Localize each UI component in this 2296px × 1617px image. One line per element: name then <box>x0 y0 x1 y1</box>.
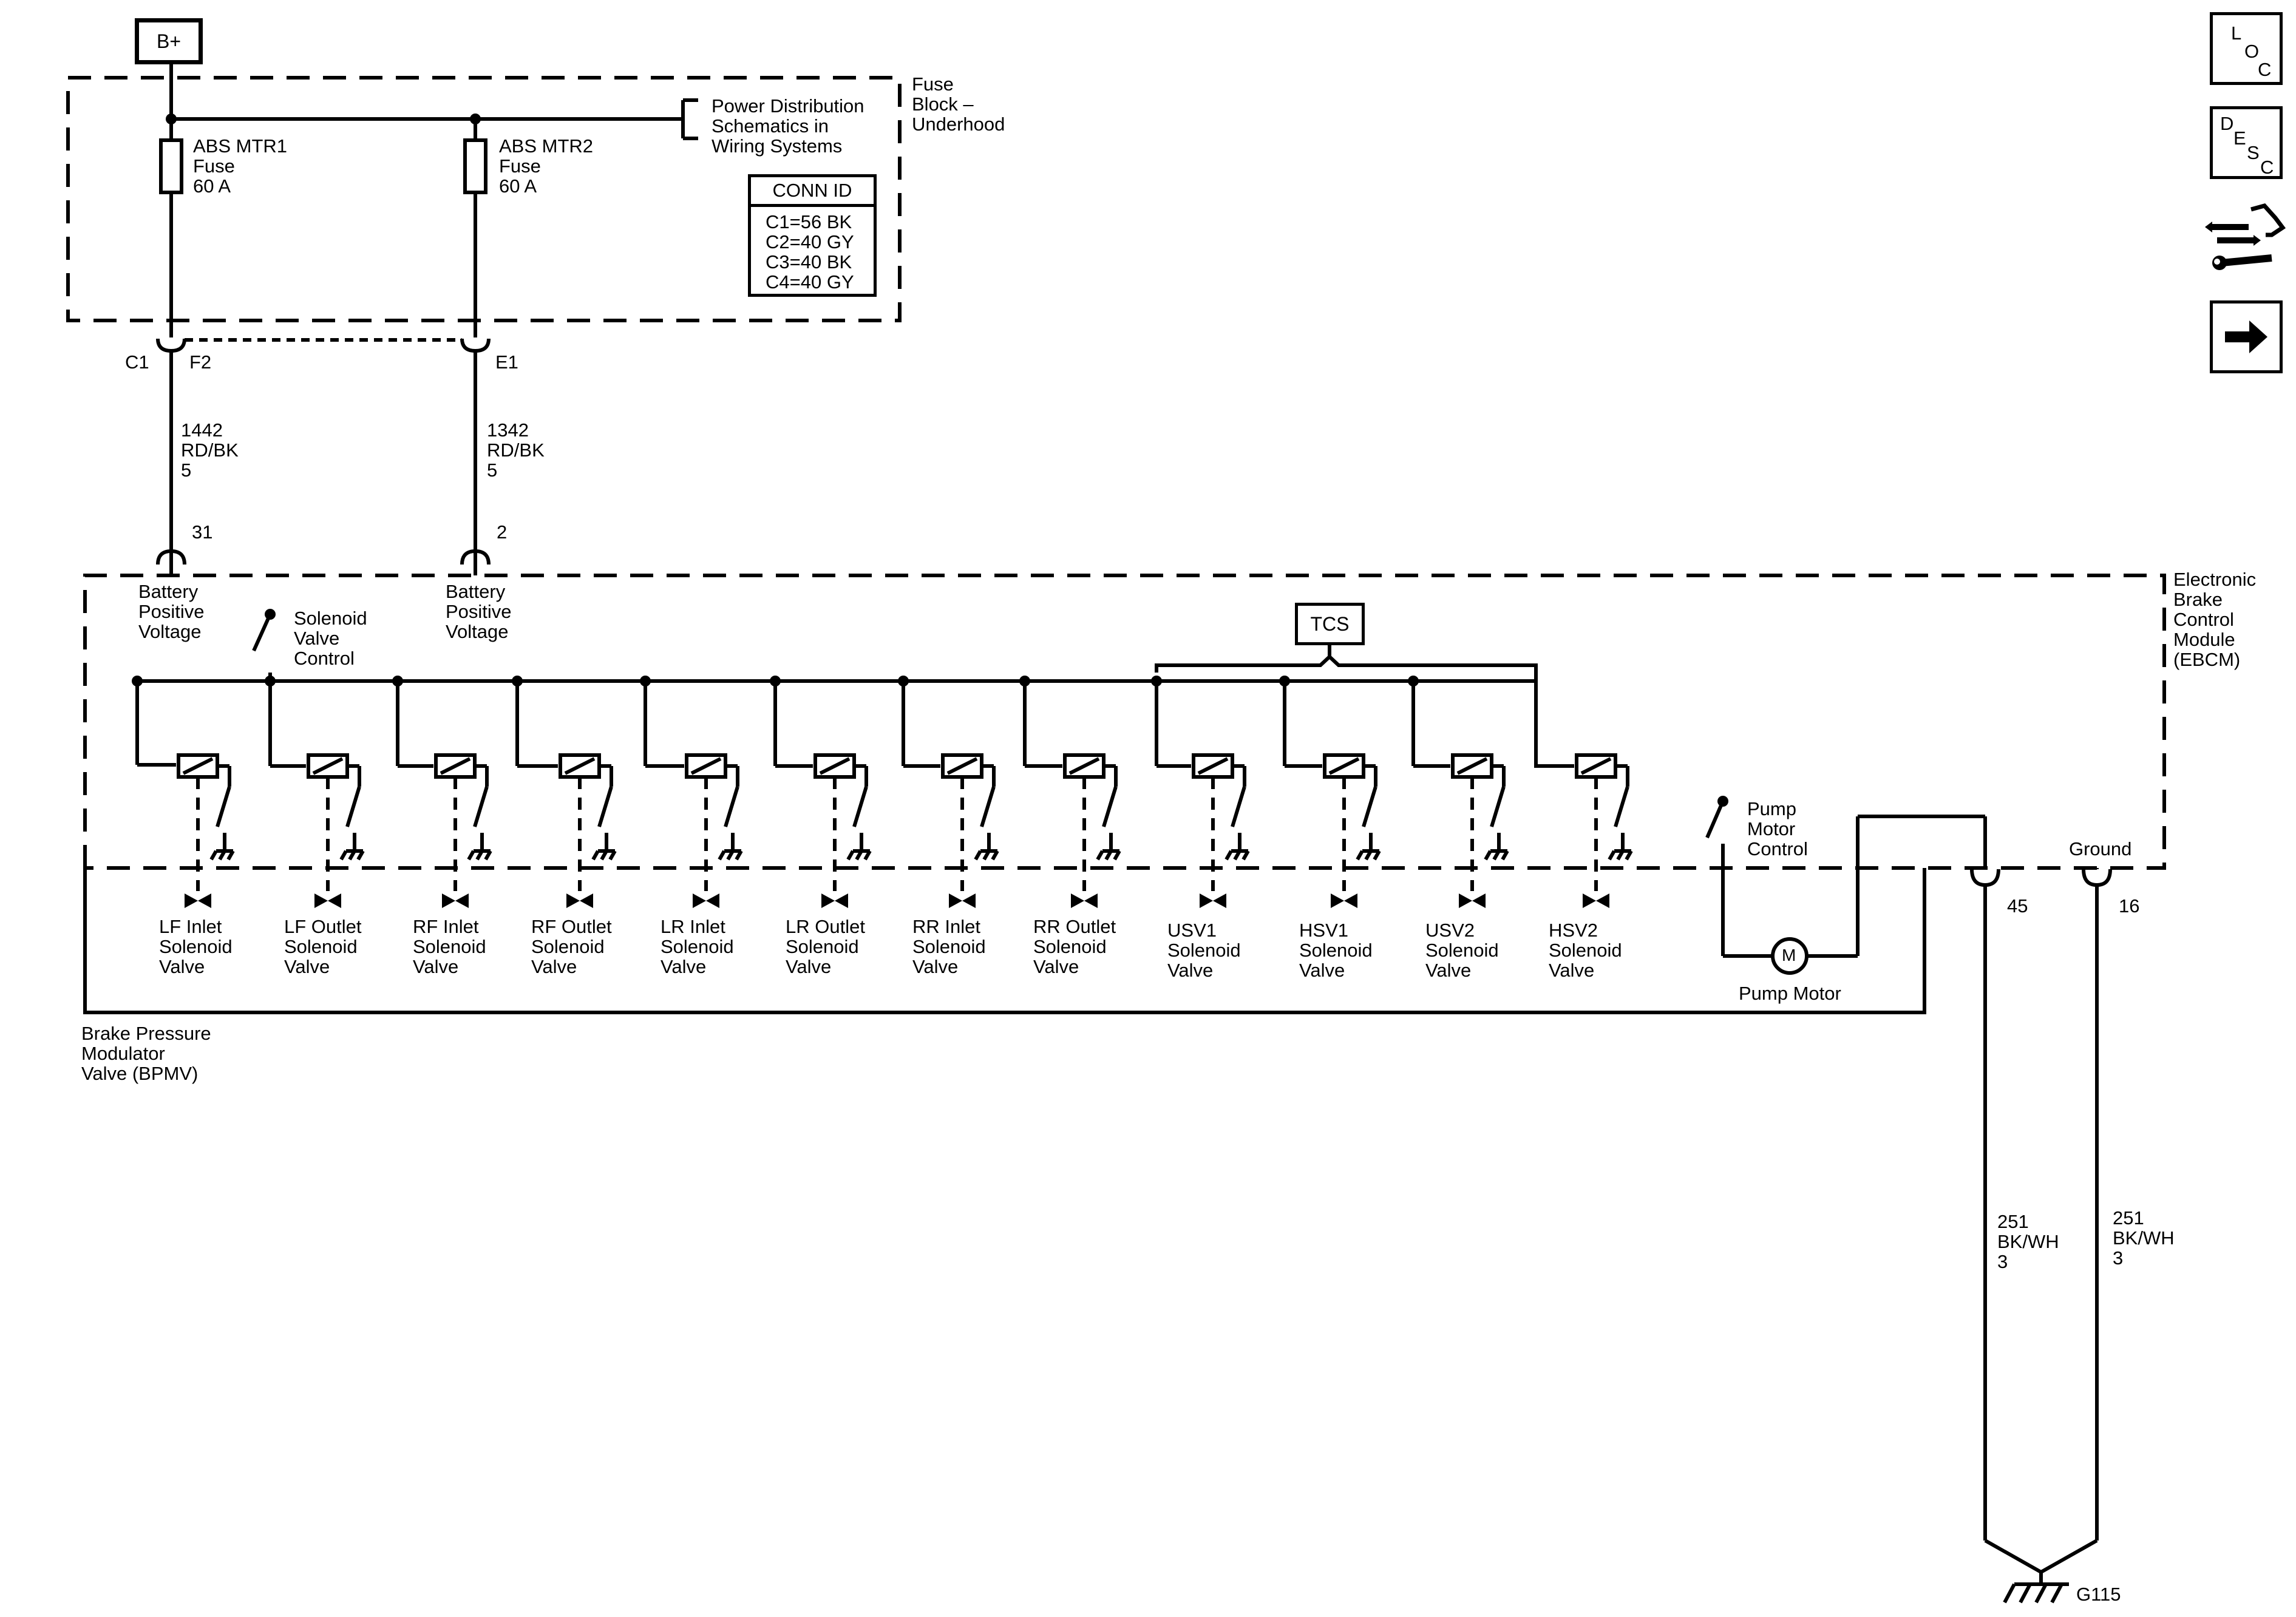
valve-label: USV1 Solenoid Valve <box>1167 920 1241 981</box>
wire-1342-label: 1342 RD/BK 5 <box>487 419 545 481</box>
connector-id-title: CONN ID <box>751 177 874 207</box>
valve-bowtie-icon <box>1200 893 1226 908</box>
desc-letter: C <box>2260 157 2274 178</box>
arrow-right-icon <box>2225 320 2267 353</box>
valve-label: HSV2 Solenoid Valve <box>1549 920 1622 981</box>
valve-label: RF Inlet Solenoid Valve <box>413 916 486 977</box>
fuse-block-label: Fuse Block – Underhood <box>912 73 1005 135</box>
desc-letter: E <box>2233 127 2246 149</box>
valve-bowtie-icon <box>1583 893 1609 908</box>
solenoid-valve-circuit <box>1411 681 1509 891</box>
valve-label: RF Outlet Solenoid Valve <box>531 916 612 977</box>
ground-g115-label: G115 <box>2076 1584 2121 1605</box>
description-button[interactable]: D E S C <box>2210 106 2283 179</box>
desc-letter: D <box>2220 113 2234 134</box>
fuse-1-label: ABS MTR1 Fuse 60 A <box>193 135 288 197</box>
tcs-label: TCS <box>1295 603 1365 645</box>
loc-letter: L <box>2231 22 2242 44</box>
valve-bowtie-icon <box>1331 893 1357 908</box>
valve-circuits <box>132 676 1633 908</box>
next-page-button[interactable] <box>2210 300 2283 373</box>
battery-positive-voltage-label: Battery Positive Voltage <box>138 581 205 642</box>
valve-label: LF Outlet Solenoid Valve <box>284 916 362 977</box>
connector-id-entry: C1=56 BK <box>766 211 852 232</box>
solenoid-valve-circuit <box>515 681 617 891</box>
pump-motor-control-label: Pump Motor Control <box>1747 798 1808 859</box>
valve-bowtie-icon <box>1071 893 1098 908</box>
wire-251-label: 251 BK/WH 3 <box>2113 1207 2175 1269</box>
solenoid-valve-circuit <box>177 753 235 891</box>
valve-bowtie-icon <box>185 893 211 908</box>
ground-label: Ground <box>2069 838 2132 859</box>
loc-letter: C <box>2258 59 2272 80</box>
valve-label: RR Inlet Solenoid Valve <box>912 916 986 977</box>
connector-f2-label: F2 <box>189 351 212 373</box>
solenoid-valve-circuit <box>1023 681 1121 891</box>
solenoid-valve-circuit <box>773 681 872 891</box>
wire-251-label: 251 BK/WH 3 <box>1997 1211 2059 1272</box>
loc-letter: O <box>2244 41 2260 62</box>
pin-31-label: 31 <box>192 521 213 543</box>
connector-tools-icon[interactable] <box>2204 197 2289 282</box>
valve-label: HSV1 Solenoid Valve <box>1299 920 1373 981</box>
connector-id-table: CONN ID C1=56 BK C2=40 GY C3=40 BK C4=40… <box>748 174 877 297</box>
bpmv-outline <box>83 868 1926 1014</box>
valve-label: USV2 Solenoid Valve <box>1425 920 1499 981</box>
valve-bowtie-icon <box>314 893 341 908</box>
desc-letter: S <box>2247 142 2260 163</box>
connector-e1-label: E1 <box>495 351 518 373</box>
motor-m-glyph: M <box>1782 946 1796 964</box>
pin-16-label: 16 <box>2119 895 2140 917</box>
fuse-1-symbol <box>159 138 183 194</box>
fuse-2-label: ABS MTR2 Fuse 60 A <box>499 135 594 197</box>
power-distribution-reference[interactable]: Power Distribution Schematics in Wiring … <box>712 95 864 157</box>
solenoid-valve-circuit <box>1283 681 1381 891</box>
ebcm-label: Electronic Brake Control Module (EBCM) <box>2173 569 2257 670</box>
valve-bowtie-icon <box>566 893 593 908</box>
pump-motor-label: Pump Motor <box>1739 983 1841 1004</box>
valve-label: LR Inlet Solenoid Valve <box>661 916 734 977</box>
valve-bowtie-icon <box>693 893 719 908</box>
fuse-2-symbol <box>463 138 487 194</box>
valve-bowtie-icon <box>442 893 469 908</box>
pin-45-label: 45 <box>2007 895 2028 917</box>
location-button[interactable]: L O C <box>2210 12 2283 85</box>
battery-positive-source: B+ <box>135 18 203 64</box>
fuse-block-outline <box>66 76 902 322</box>
connector-c1-label: C1 <box>125 351 149 373</box>
solenoid-valve-circuit <box>902 681 999 891</box>
connector-id-entry: C2=40 GY <box>766 231 854 253</box>
solenoid-valve-circuit <box>268 681 365 891</box>
solenoid-valve-circuit <box>1534 681 1633 891</box>
valve-label: LF Inlet Solenoid Valve <box>159 916 233 977</box>
battery-positive-voltage-label: Battery Positive Voltage <box>446 581 512 642</box>
solenoid-valve-circuit <box>644 681 743 891</box>
solenoid-valve-circuit <box>1155 681 1250 891</box>
solenoid-valve-control-label: Solenoid Valve Control <box>294 608 367 669</box>
solenoid-valve-circuit <box>396 681 492 891</box>
pin-2-label: 2 <box>497 521 508 543</box>
wire-1442-label: 1442 RD/BK 5 <box>181 419 239 481</box>
valve-bowtie-icon <box>1459 893 1486 908</box>
valve-label: LR Outlet Solenoid Valve <box>786 916 865 977</box>
valve-bowtie-icon <box>821 893 848 908</box>
connector-id-entry: C4=40 GY <box>766 271 854 293</box>
valve-bowtie-icon <box>949 893 976 908</box>
bpmv-label: Brake Pressure Modulator Valve (BPMV) <box>81 1023 211 1084</box>
connector-id-entry: C3=40 BK <box>766 251 852 273</box>
valve-label: RR Outlet Solenoid Valve <box>1033 916 1116 977</box>
